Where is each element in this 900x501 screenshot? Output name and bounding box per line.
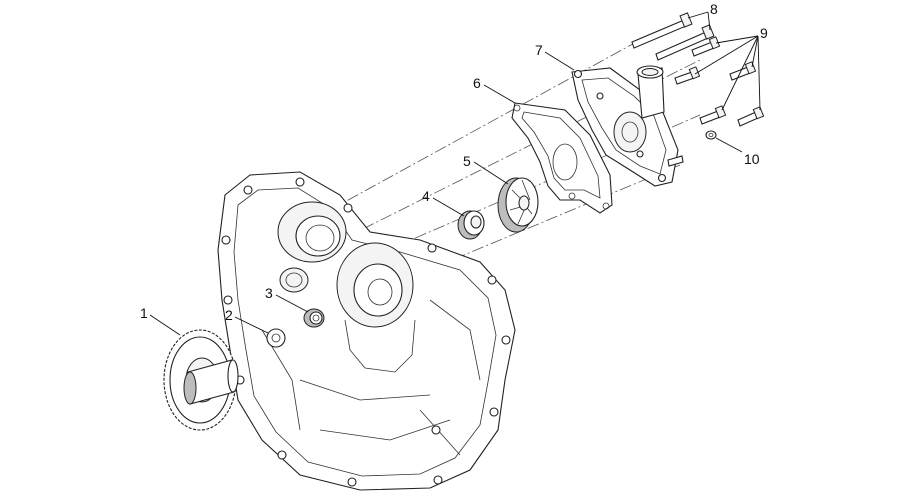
washer-part-10 (705, 130, 717, 140)
callout-9: 9 (760, 25, 768, 41)
seal-part-3 (303, 308, 325, 328)
seal-part-4 (457, 210, 485, 240)
impeller-part-5 (497, 177, 539, 233)
callout-6: 6 (473, 75, 481, 91)
gear-part-1 (163, 329, 239, 431)
callout-5: 5 (463, 153, 471, 169)
gasket-part-6 (511, 102, 613, 214)
washer-part-2 (266, 328, 286, 348)
crankcase-housing (217, 171, 516, 491)
callout-2: 2 (225, 307, 233, 323)
callout-4: 4 (422, 188, 430, 204)
bolts-part-9 (674, 36, 765, 127)
pump-cover-part-7 (571, 65, 684, 187)
callout-1: 1 (140, 305, 148, 321)
callout-8: 8 (710, 1, 718, 17)
callout-labels: 1 2 3 4 5 6 7 8 9 10 (140, 1, 768, 323)
callout-10: 10 (744, 151, 760, 167)
leader-lines (149, 11, 761, 336)
callout-3: 3 (265, 285, 273, 301)
bolts-part-8 (631, 12, 715, 61)
callout-7: 7 (535, 42, 543, 58)
